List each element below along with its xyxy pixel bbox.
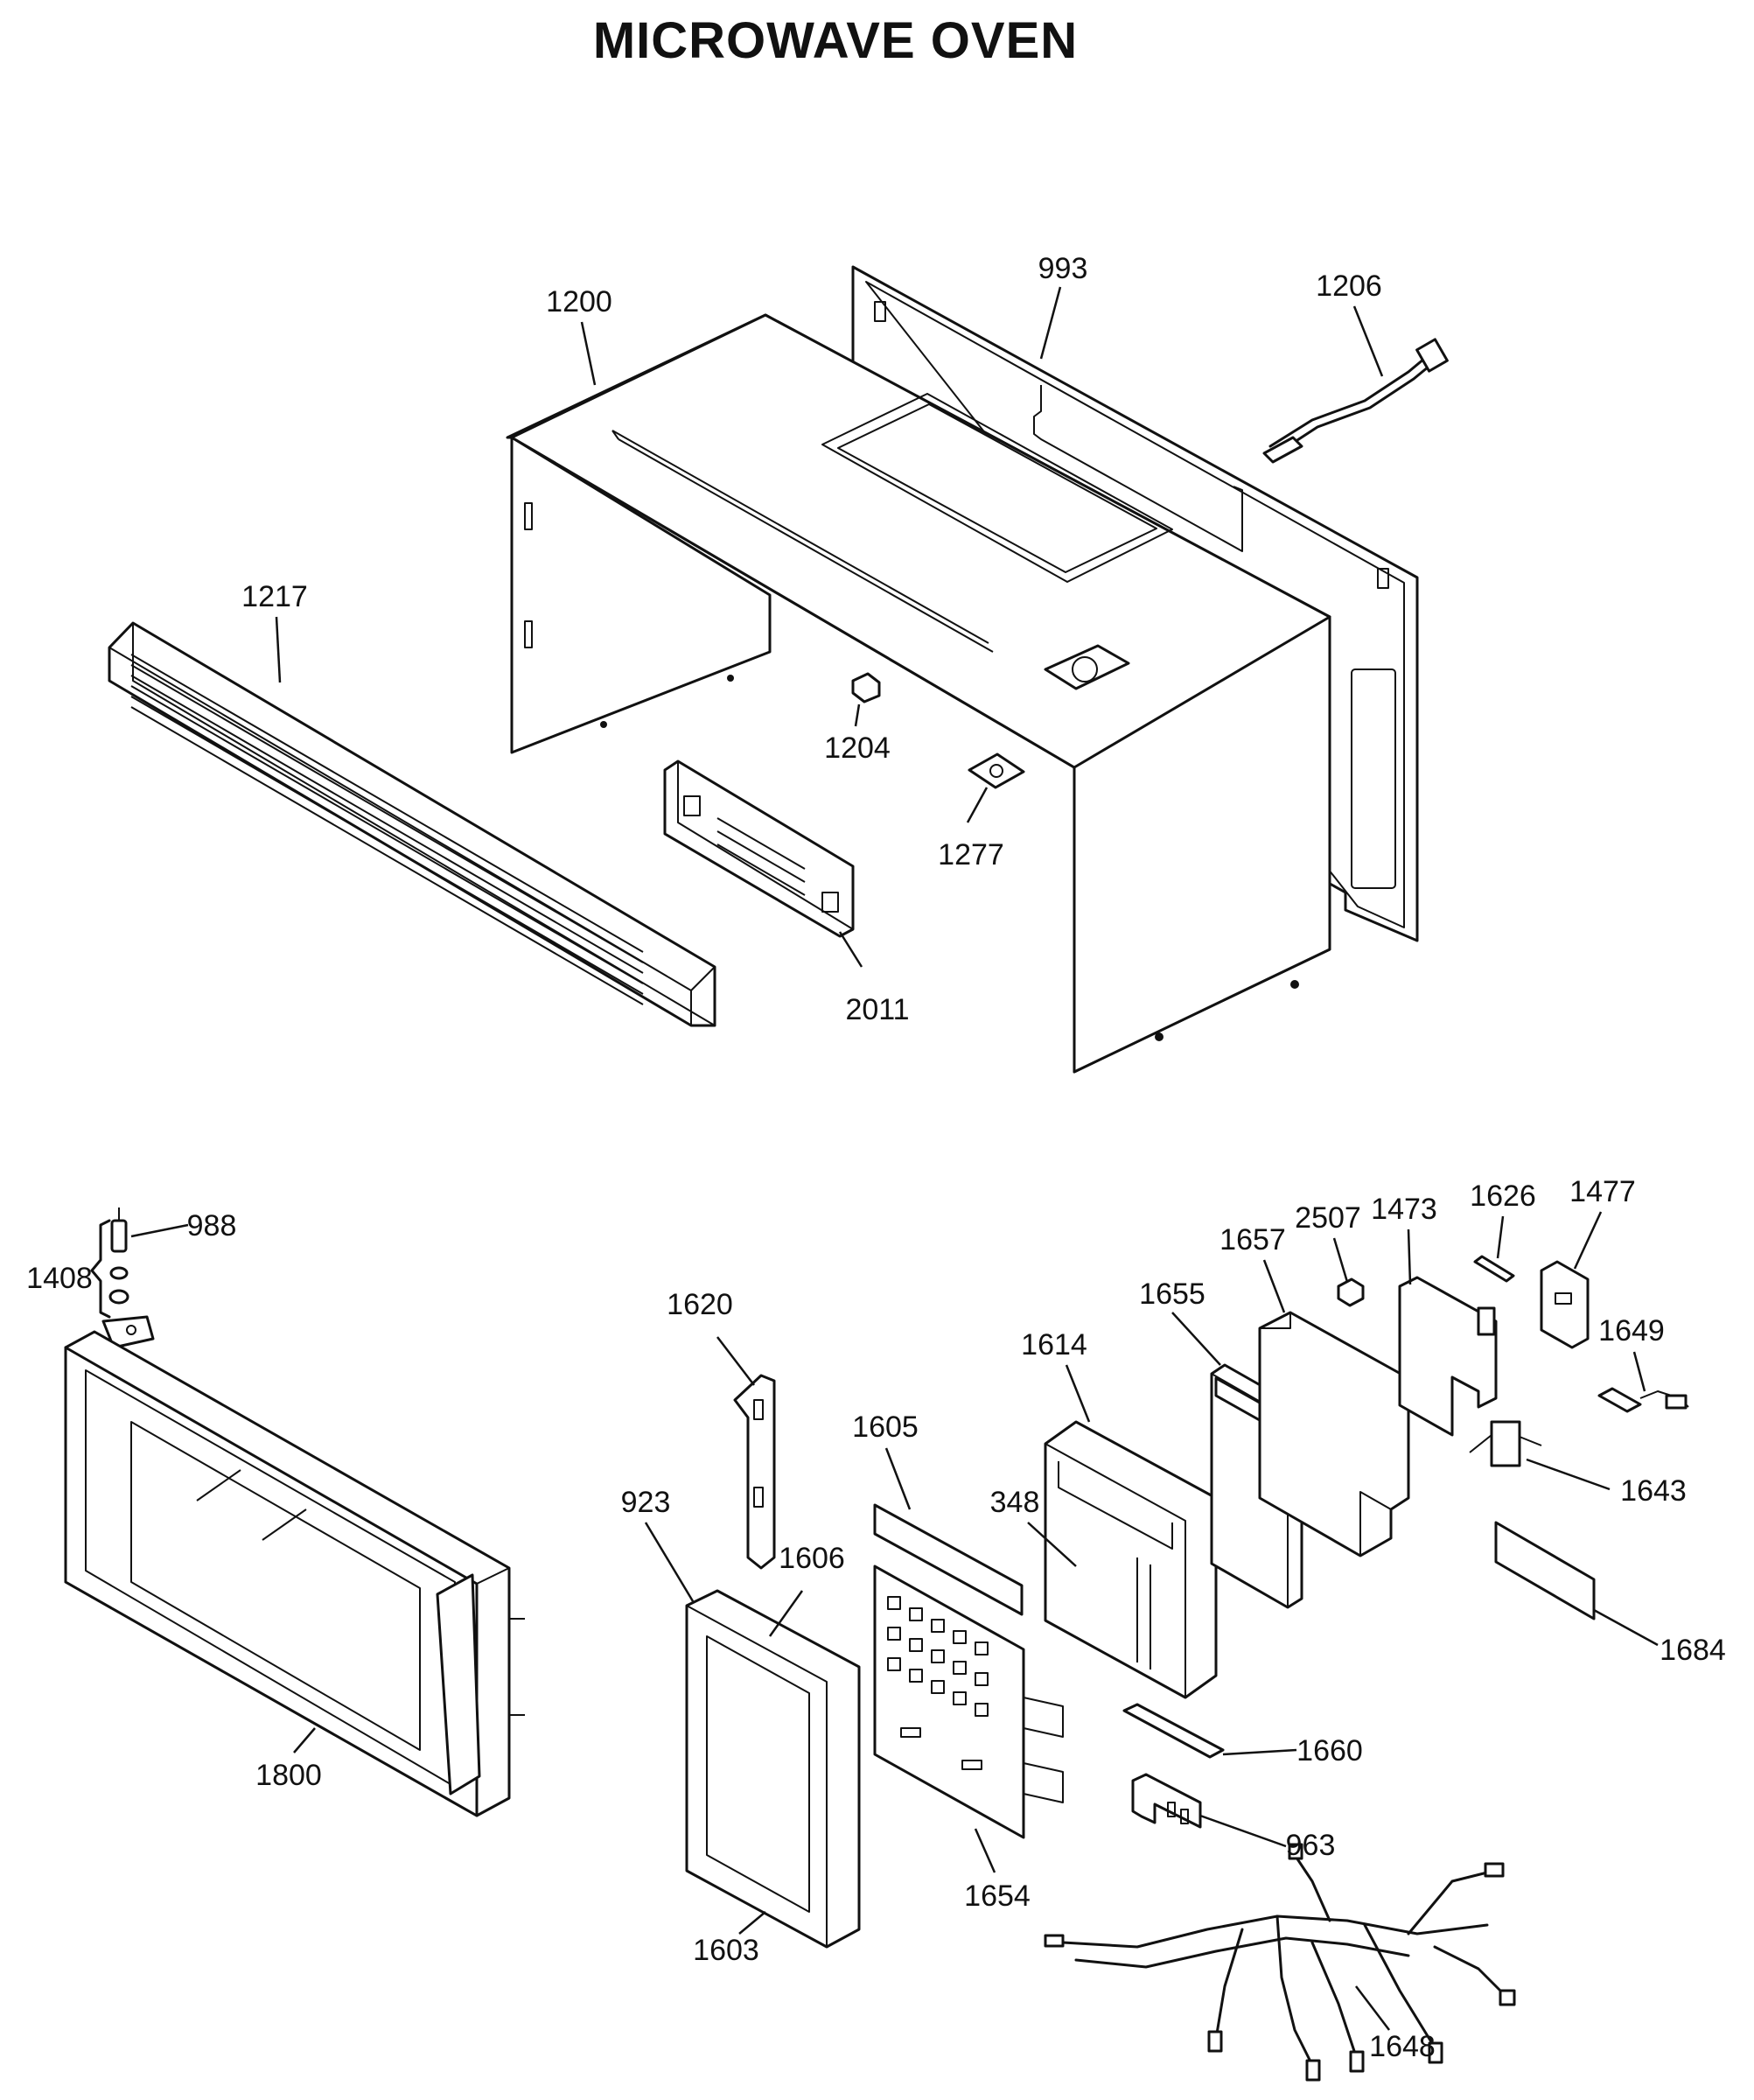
keypad-keys	[887, 1596, 989, 1770]
clip-drawing	[851, 672, 881, 704]
control-plate-drawing	[1044, 1420, 1218, 1699]
hinge-hardware-drawing	[90, 1208, 155, 1349]
part-label-1477: 1477	[1569, 1175, 1636, 1208]
hinge-plate-drawing	[1131, 1773, 1202, 1829]
part-label-1684: 1684	[1660, 1634, 1726, 1667]
control-frame-drawing	[685, 1589, 861, 1949]
part-label-1606: 1606	[779, 1542, 845, 1575]
lower-bracket-drawing	[1122, 1703, 1225, 1759]
leader-lines	[130, 286, 1659, 2031]
latch-bracket-drawing	[733, 1374, 776, 1570]
part-labels: 993 1206 1200 1217 1204 1277 2011 988 14…	[26, 252, 1726, 2063]
power-cord-drawing	[1262, 338, 1449, 464]
part-label-1605: 1605	[852, 1410, 919, 1444]
door-drawing	[64, 1330, 525, 1817]
board-bracket-drawing	[1258, 1311, 1410, 1558]
terminal-block-drawing	[1540, 1260, 1590, 1349]
part-label-988: 988	[187, 1209, 237, 1242]
part-label-1660: 1660	[1296, 1734, 1363, 1768]
diagram-title: MICROWAVE OVEN	[593, 12, 1078, 69]
wire-harness-drawing	[1044, 1843, 1516, 2082]
part-label-1217: 1217	[241, 580, 308, 613]
part-label-1206: 1206	[1316, 270, 1382, 303]
part-label-1626: 1626	[1470, 1180, 1536, 1213]
part-label-1657: 1657	[1219, 1223, 1286, 1256]
part-label-923: 923	[621, 1486, 671, 1519]
part-label-1643: 1643	[1620, 1474, 1687, 1508]
connector-drawing	[1597, 1387, 1689, 1413]
fuse-drawing	[1473, 1255, 1515, 1283]
part-label-2011: 2011	[845, 993, 909, 1026]
part-label-1800: 1800	[255, 1759, 322, 1792]
grille-drawing	[108, 621, 716, 1027]
part-label-1408: 1408	[26, 1262, 93, 1295]
grille-slots	[130, 654, 644, 1005]
touch-pad-drawing	[873, 1564, 1064, 1839]
part-label-1277: 1277	[938, 838, 1004, 872]
part-label-1614: 1614	[1021, 1328, 1087, 1362]
part-label-1473: 1473	[1371, 1193, 1437, 1226]
part-label-2507: 2507	[1295, 1201, 1361, 1235]
part-label-1200: 1200	[546, 285, 612, 318]
cover-plate-drawing	[1494, 1521, 1596, 1620]
board-clip-drawing	[1337, 1278, 1365, 1307]
part-label-1654: 1654	[964, 1880, 1031, 1913]
part-label-1655: 1655	[1139, 1278, 1205, 1311]
transformer-drawing	[1469, 1420, 1542, 1467]
part-label-1649: 1649	[1598, 1314, 1665, 1348]
pad-drawing	[968, 752, 1025, 789]
outer-case-drawing	[506, 313, 1331, 1074]
display-window-drawing	[873, 1503, 1024, 1616]
part-label-1620: 1620	[667, 1288, 733, 1321]
relay-board-drawing	[1398, 1276, 1498, 1437]
part-label-1204: 1204	[824, 732, 891, 765]
part-label-1648: 1648	[1369, 2030, 1436, 2063]
part-label-993: 993	[1038, 252, 1088, 285]
part-label-963: 963	[1286, 1829, 1336, 1862]
vent-plate-drawing	[663, 760, 855, 938]
part-label-348: 348	[990, 1486, 1040, 1519]
part-label-1603: 1603	[693, 1934, 759, 1967]
